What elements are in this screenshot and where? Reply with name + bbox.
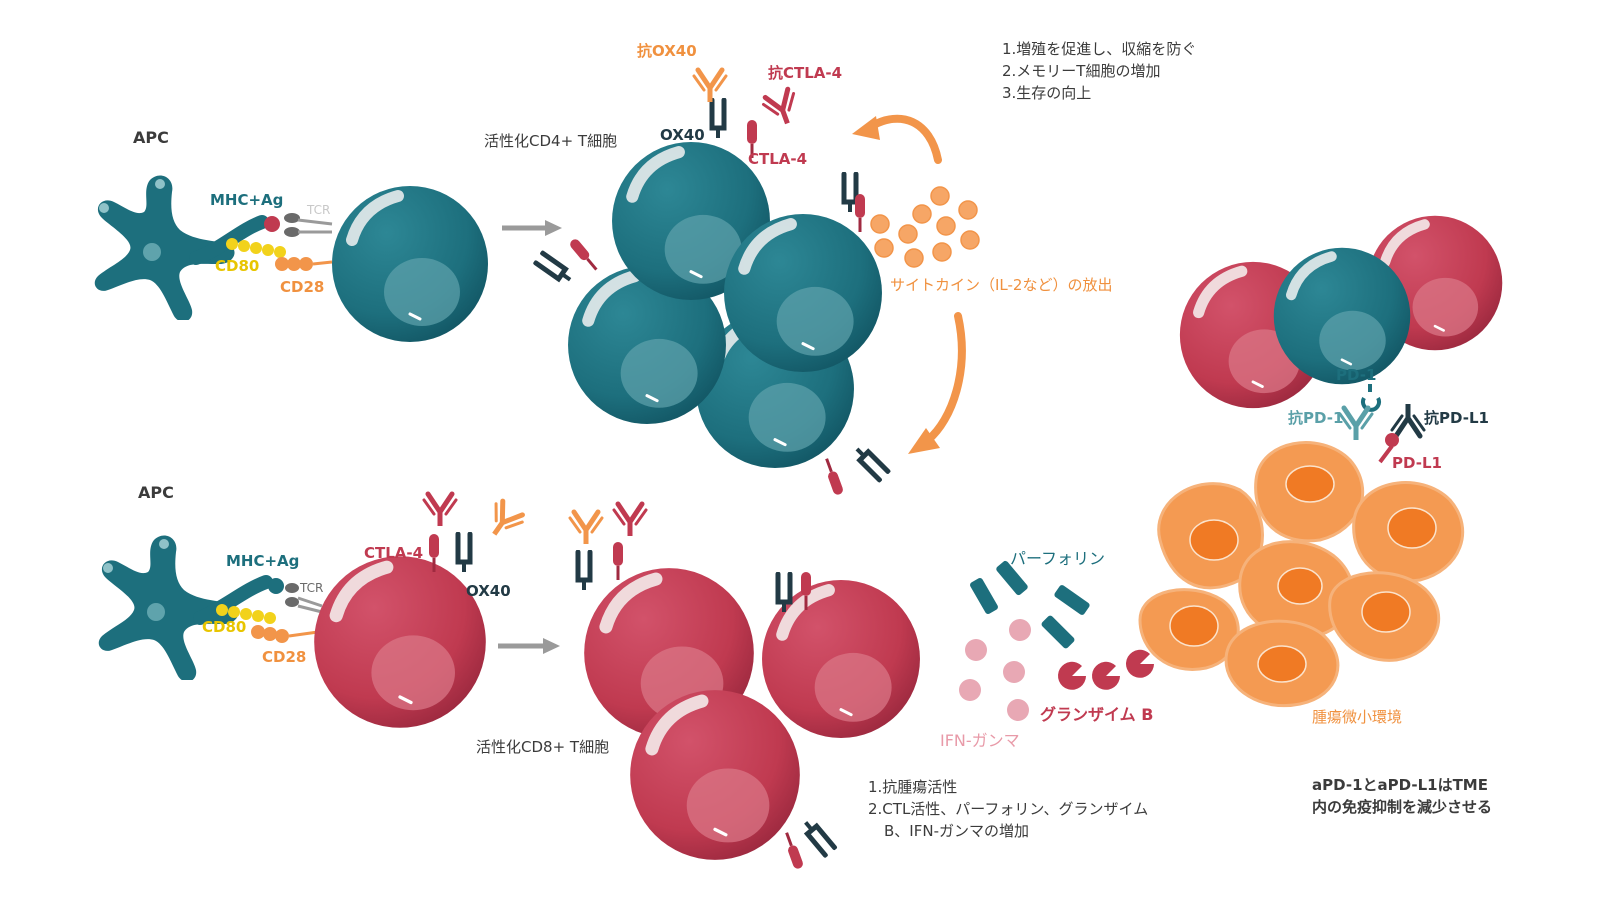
anti-pd1-label: 抗PD-1 — [1288, 409, 1343, 427]
pd1-receptor — [1361, 384, 1381, 412]
top-receptor-ctla4-right — [853, 192, 867, 232]
bottom-anti-ctla4-antibody-2 — [614, 504, 646, 536]
bottom-anti-ctla4-antibody — [424, 494, 456, 526]
bottom-effect-3: B、IFN-ガンマの増加 — [884, 822, 1029, 840]
cytokine-arrow-bottom — [908, 312, 966, 454]
bottom-cd28-label: CD28 — [262, 648, 306, 666]
cytokine-release-label: サイトカイン（IL-2など）の放出 — [890, 276, 1112, 294]
perforin-label: パーフォリン — [1010, 549, 1105, 568]
anti-pdl1-label: 抗PD-L1 — [1424, 409, 1489, 427]
top-mhc-ag-molecule — [264, 216, 280, 232]
bottom-mhc-ag-molecule — [268, 578, 284, 594]
bottom-ctla4-label: CTLA-4 — [364, 544, 423, 562]
pdl1-ligand — [1378, 433, 1399, 464]
top-receptor-left-pair — [536, 253, 574, 285]
bottom-anti-ox40-antibody — [481, 499, 526, 544]
right-panel: PD-1 抗PD-1 抗PD-L1 PD-L1 — [1138, 216, 1502, 816]
bottom-effects-list: 1.抗腫瘍活性 2.CTL活性、パーフォリン、グランザイム B、IFN-ガンマの… — [868, 778, 1148, 840]
bottom-ox40-label: OX40 — [466, 582, 511, 600]
bottom-effect-2: 2.CTL活性、パーフォリン、グランザイム — [868, 800, 1148, 818]
bottom-receptor-bottom-navy — [801, 818, 835, 855]
bottom-receptor-ctla4-a — [611, 540, 625, 580]
top-row: APC MHC+Ag TCR CD80 CD28 活性化CD4+ T細胞 — [94, 40, 1196, 498]
anti-pd1-antibody — [1340, 408, 1372, 440]
granzyme-label: グランザイム B — [1040, 705, 1153, 724]
tme-label: 腫瘍微小環境 — [1312, 708, 1402, 726]
ifn-label: IFN-ガンマ — [940, 731, 1020, 750]
bottom-receptor-ox40-a — [578, 552, 590, 590]
top-cd80-label: CD80 — [215, 257, 259, 275]
bottom-naive-t-cell — [314, 556, 486, 728]
cytokine-particles — [870, 186, 980, 268]
top-receptor-left-pink — [566, 235, 602, 275]
bottom-tcr-receptor — [285, 583, 323, 614]
top-ox40-label: OX40 — [660, 126, 705, 144]
bottom-apc-arm — [193, 575, 273, 625]
top-receptor-ox40-right — [844, 174, 856, 212]
top-ctla4-label: CTLA-4 — [748, 150, 807, 168]
perforin-rods — [970, 560, 1090, 649]
pd1-label: PD-1 — [1336, 366, 1376, 384]
pdl1-label: PD-L1 — [1392, 454, 1442, 472]
bottom-cd80-label: CD80 — [202, 618, 246, 636]
top-cd4-cell-2 — [724, 214, 882, 372]
top-effect-2: 2.メモリーT細胞の増加 — [1002, 62, 1160, 80]
ifn-particles — [959, 619, 1031, 721]
top-anti-ox40-antibody — [694, 70, 726, 102]
top-activated-cell-label: 活性化CD4+ T細胞 — [484, 132, 617, 150]
top-ox40-receptor — [712, 100, 724, 138]
bottom-effect-1: 1.抗腫瘍活性 — [868, 778, 957, 796]
bottom-activated-cell-label: 活性化CD8+ T細胞 — [476, 738, 609, 756]
top-anti-ctla4-antibody — [761, 88, 802, 129]
bottom-apc-label: APC — [138, 483, 174, 502]
top-naive-t-cell — [332, 186, 488, 342]
bottom-tcr-label: TCR — [299, 581, 323, 595]
top-cd28-label: CD28 — [280, 278, 324, 296]
top-anti-ctla4-label: 抗CTLA-4 — [768, 64, 842, 82]
top-receptor-bottom-navy — [853, 445, 888, 480]
top-effect-1: 1.増殖を促進し、収縮を防ぐ — [1002, 40, 1196, 58]
granzyme-particles — [1058, 649, 1154, 690]
top-cd80-chain — [226, 238, 286, 258]
cytokine-arrow-top — [852, 114, 942, 164]
top-tcr-label: TCR — [306, 203, 330, 217]
tumor-cells — [1138, 441, 1465, 708]
top-apc-label: APC — [133, 128, 169, 147]
top-receptor-bottom-pink — [820, 455, 846, 498]
bottom-gray-arrow — [498, 638, 560, 654]
tme-note-line-1: aPD-1とaPD-L1はTME — [1312, 776, 1488, 794]
bottom-anti-ox40-antibody-2 — [570, 512, 602, 544]
bottom-ox40-receptor — [458, 534, 470, 572]
top-cd28-chain — [275, 257, 333, 271]
top-anti-ox40-label: 抗OX40 — [637, 42, 697, 60]
top-effects-list: 1.増殖を促進し、収縮を防ぐ 2.メモリーT細胞の増加 3.生存の向上 — [1002, 40, 1196, 102]
tme-note-line-2: 内の免疫抑制を減少させる — [1312, 798, 1492, 816]
top-effect-3: 3.生存の向上 — [1002, 84, 1091, 102]
bottom-cd28-chain — [251, 625, 319, 643]
bottom-row: APC MHC+Ag TCR CD80 CD28 CTLA-4 OX40 — [98, 483, 1154, 872]
top-tcr-receptor — [284, 213, 333, 237]
bottom-cd80-chain — [216, 604, 276, 624]
top-mhc-ag-label: MHC+Ag — [210, 191, 283, 209]
top-gray-arrow — [502, 220, 562, 236]
bottom-mhc-ag-label: MHC+Ag — [226, 552, 299, 570]
anti-pdl1-antibody — [1392, 404, 1424, 436]
bottom-cd8-cell-3 — [630, 690, 800, 860]
right-teal-cell — [1274, 248, 1411, 385]
bottom-receptor-bottom-pink — [780, 829, 806, 872]
